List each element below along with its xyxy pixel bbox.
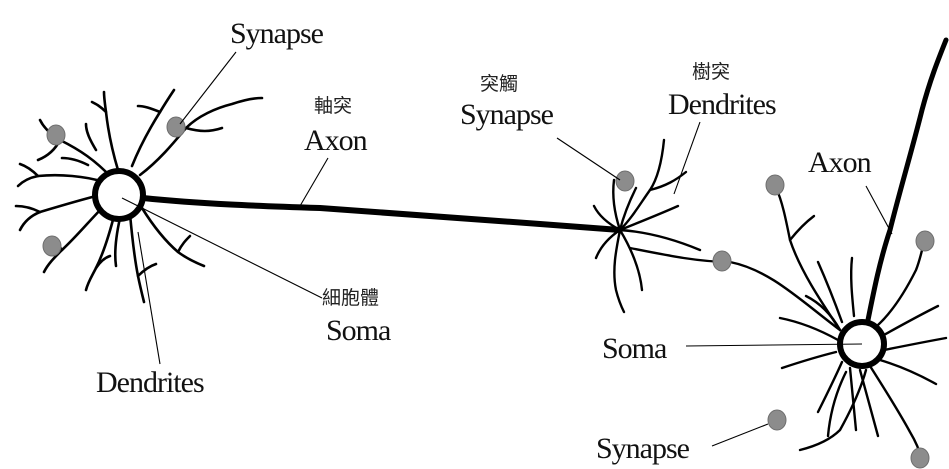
label-axon-en: Axon: [304, 124, 368, 157]
synapse-dot: [43, 236, 61, 256]
label-synapse-bottom: Synapse: [596, 432, 690, 465]
synapse-dot: [167, 117, 185, 137]
label-dendrites-right-en: Dendrites: [668, 88, 776, 121]
left-axon: [143, 198, 620, 230]
label-soma-right: Soma: [602, 332, 667, 365]
label-synapse-top-left: Synapse: [230, 17, 324, 50]
label-axon-zh: 軸突: [314, 95, 352, 117]
synapse-dot: [766, 175, 784, 195]
synapse-dot: [47, 125, 65, 145]
text-labels: Synapse 軸突 Axon 細胞體 Soma Dendrites 突觸 Sy…: [96, 17, 872, 465]
right-axon: [868, 40, 946, 320]
synapse-dots: [43, 117, 934, 468]
label-soma-en: Soma: [326, 314, 391, 347]
synapse-dot: [713, 251, 731, 271]
label-dendrites-right-zh: 樹突: [692, 61, 730, 83]
synapse-dot: [616, 171, 634, 191]
label-axon-right: Axon: [808, 146, 872, 179]
label-dendrites-left: Dendrites: [96, 366, 204, 399]
label-synapse-mid-zh: 突觸: [480, 73, 518, 95]
synapse-dot: [768, 410, 786, 430]
synapse-dot: [916, 231, 934, 251]
left-soma: [95, 171, 143, 219]
middle-dendrite-tree: [594, 140, 840, 330]
label-soma-zh: 細胞體: [322, 287, 379, 309]
synapse-dot: [911, 448, 929, 468]
label-synapse-mid-en: Synapse: [460, 98, 554, 131]
